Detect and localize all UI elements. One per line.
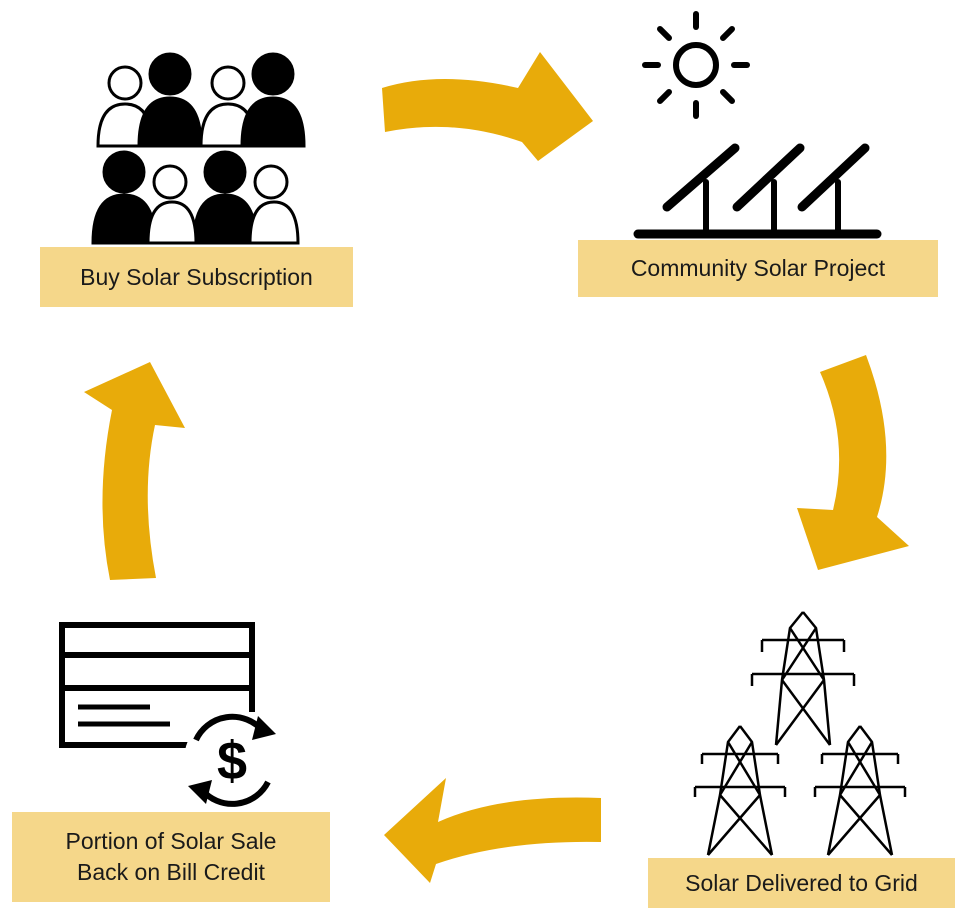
step-label-community-solar-project: Community Solar Project xyxy=(578,240,938,297)
step-label-solar-delivered-to-grid: Solar Delivered to Grid xyxy=(648,858,955,908)
step-label-line-2: Back on Bill Credit xyxy=(77,859,265,885)
step-label-text: Community Solar Project xyxy=(630,255,886,281)
cycle-arrows xyxy=(84,52,909,883)
step-label-buy-solar-subscription: Buy Solar Subscription xyxy=(40,247,353,307)
step-label-line-1: Portion of Solar Sale xyxy=(65,828,277,854)
dollar-glyph: $ xyxy=(217,731,247,791)
arrow-left xyxy=(384,778,601,883)
solar-panels-icon xyxy=(633,143,882,239)
arrow-right xyxy=(382,52,593,161)
sun-icon xyxy=(642,11,750,119)
bill-dollar-cycle-icon: $ xyxy=(59,622,280,808)
people-group-icon xyxy=(91,52,306,245)
step-label-text: Solar Delivered to Grid xyxy=(685,869,918,896)
tower-right xyxy=(813,725,907,856)
tower-top xyxy=(750,611,856,746)
step-label-portion-of-solar-sale: Portion of Solar Sale Back on Bill Credi… xyxy=(12,812,330,902)
arrow-down xyxy=(797,355,909,570)
step-label-text: Buy Solar Subscription xyxy=(80,263,313,290)
bill-icon xyxy=(59,622,255,748)
arrow-up xyxy=(84,362,185,580)
transmission-towers-icon xyxy=(693,611,907,856)
tower-left xyxy=(693,725,787,856)
dollar-cycle-icon: $ xyxy=(184,712,280,808)
